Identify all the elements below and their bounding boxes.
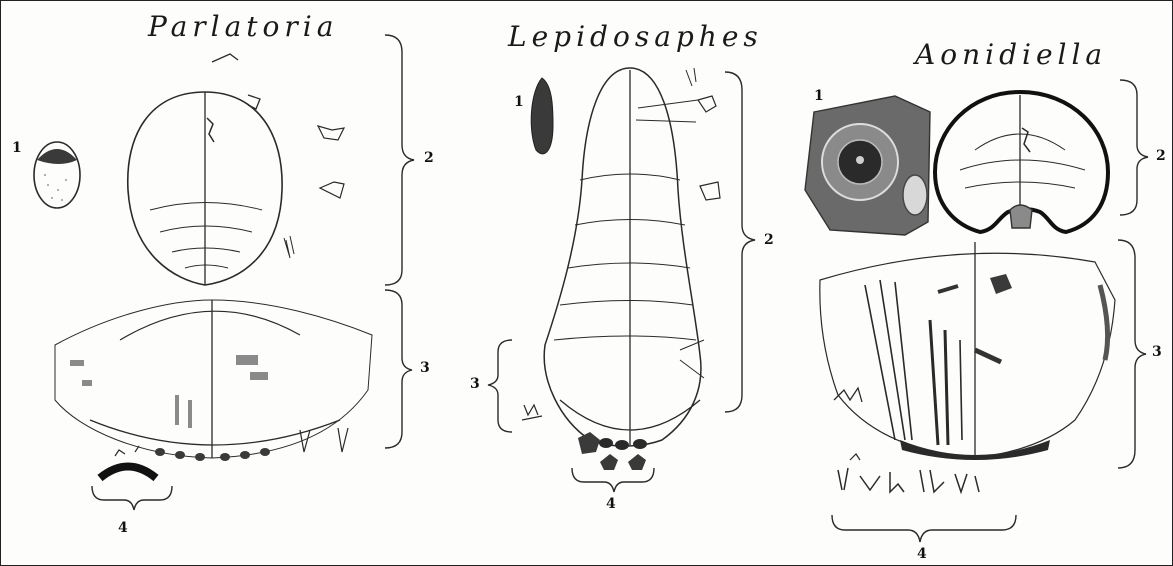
parlatoria-brace-3 <box>385 290 412 448</box>
parlatoria-brace-4 <box>92 486 172 510</box>
parlatoria-marker-2: 2 <box>424 150 434 166</box>
aonidiella-pygidium <box>820 242 1115 460</box>
aonidiella-body-outline <box>935 92 1108 232</box>
lepidosaphes-pygidium <box>522 400 700 470</box>
aonidiella-brace-4 <box>832 515 1016 542</box>
aonidiella-brace-2 <box>1120 80 1148 215</box>
aonidiella-marker-4: 4 <box>917 546 927 562</box>
aonidiella-marker-2: 2 <box>1156 148 1166 164</box>
aonidiella-marker-3: 3 <box>1152 344 1162 360</box>
parlatoria-body-outline <box>128 54 344 285</box>
aonidiella-scale-cover-photo <box>805 96 930 235</box>
lepidosaphes-brace-3 <box>488 340 512 432</box>
lepidosaphes-scale-cover-illustration <box>531 78 553 154</box>
panel-title-aonidiella: Aonidiella <box>915 38 1107 71</box>
lepidosaphes-marker-1: 1 <box>514 94 524 110</box>
aonidiella-gland-detail <box>838 454 979 492</box>
parlatoria-scale-cover-illustration <box>34 142 80 208</box>
aonidiella-marker-1: 1 <box>814 88 824 104</box>
lepidosaphes-brace-2 <box>725 72 755 412</box>
aonidiella-brace-3 <box>1118 240 1146 468</box>
lepidosaphes-brace-4 <box>572 468 654 492</box>
panel-title-lepidosaphes: Lepidosaphes <box>508 20 763 53</box>
lepidosaphes-marker-4: 4 <box>606 496 616 512</box>
parlatoria-gland-detail <box>100 446 156 478</box>
parlatoria-marker-1: 1 <box>12 140 22 156</box>
lepidosaphes-marker-3: 3 <box>470 376 480 392</box>
lepidosaphes-body-outline <box>544 68 720 446</box>
parlatoria-pygidium <box>55 300 372 461</box>
lepidosaphes-marker-2: 2 <box>764 232 774 248</box>
parlatoria-marker-4: 4 <box>118 520 128 536</box>
panel-title-parlatoria: Parlatoria <box>148 10 338 43</box>
parlatoria-marker-3: 3 <box>420 360 430 376</box>
parlatoria-brace-2 <box>385 35 414 285</box>
